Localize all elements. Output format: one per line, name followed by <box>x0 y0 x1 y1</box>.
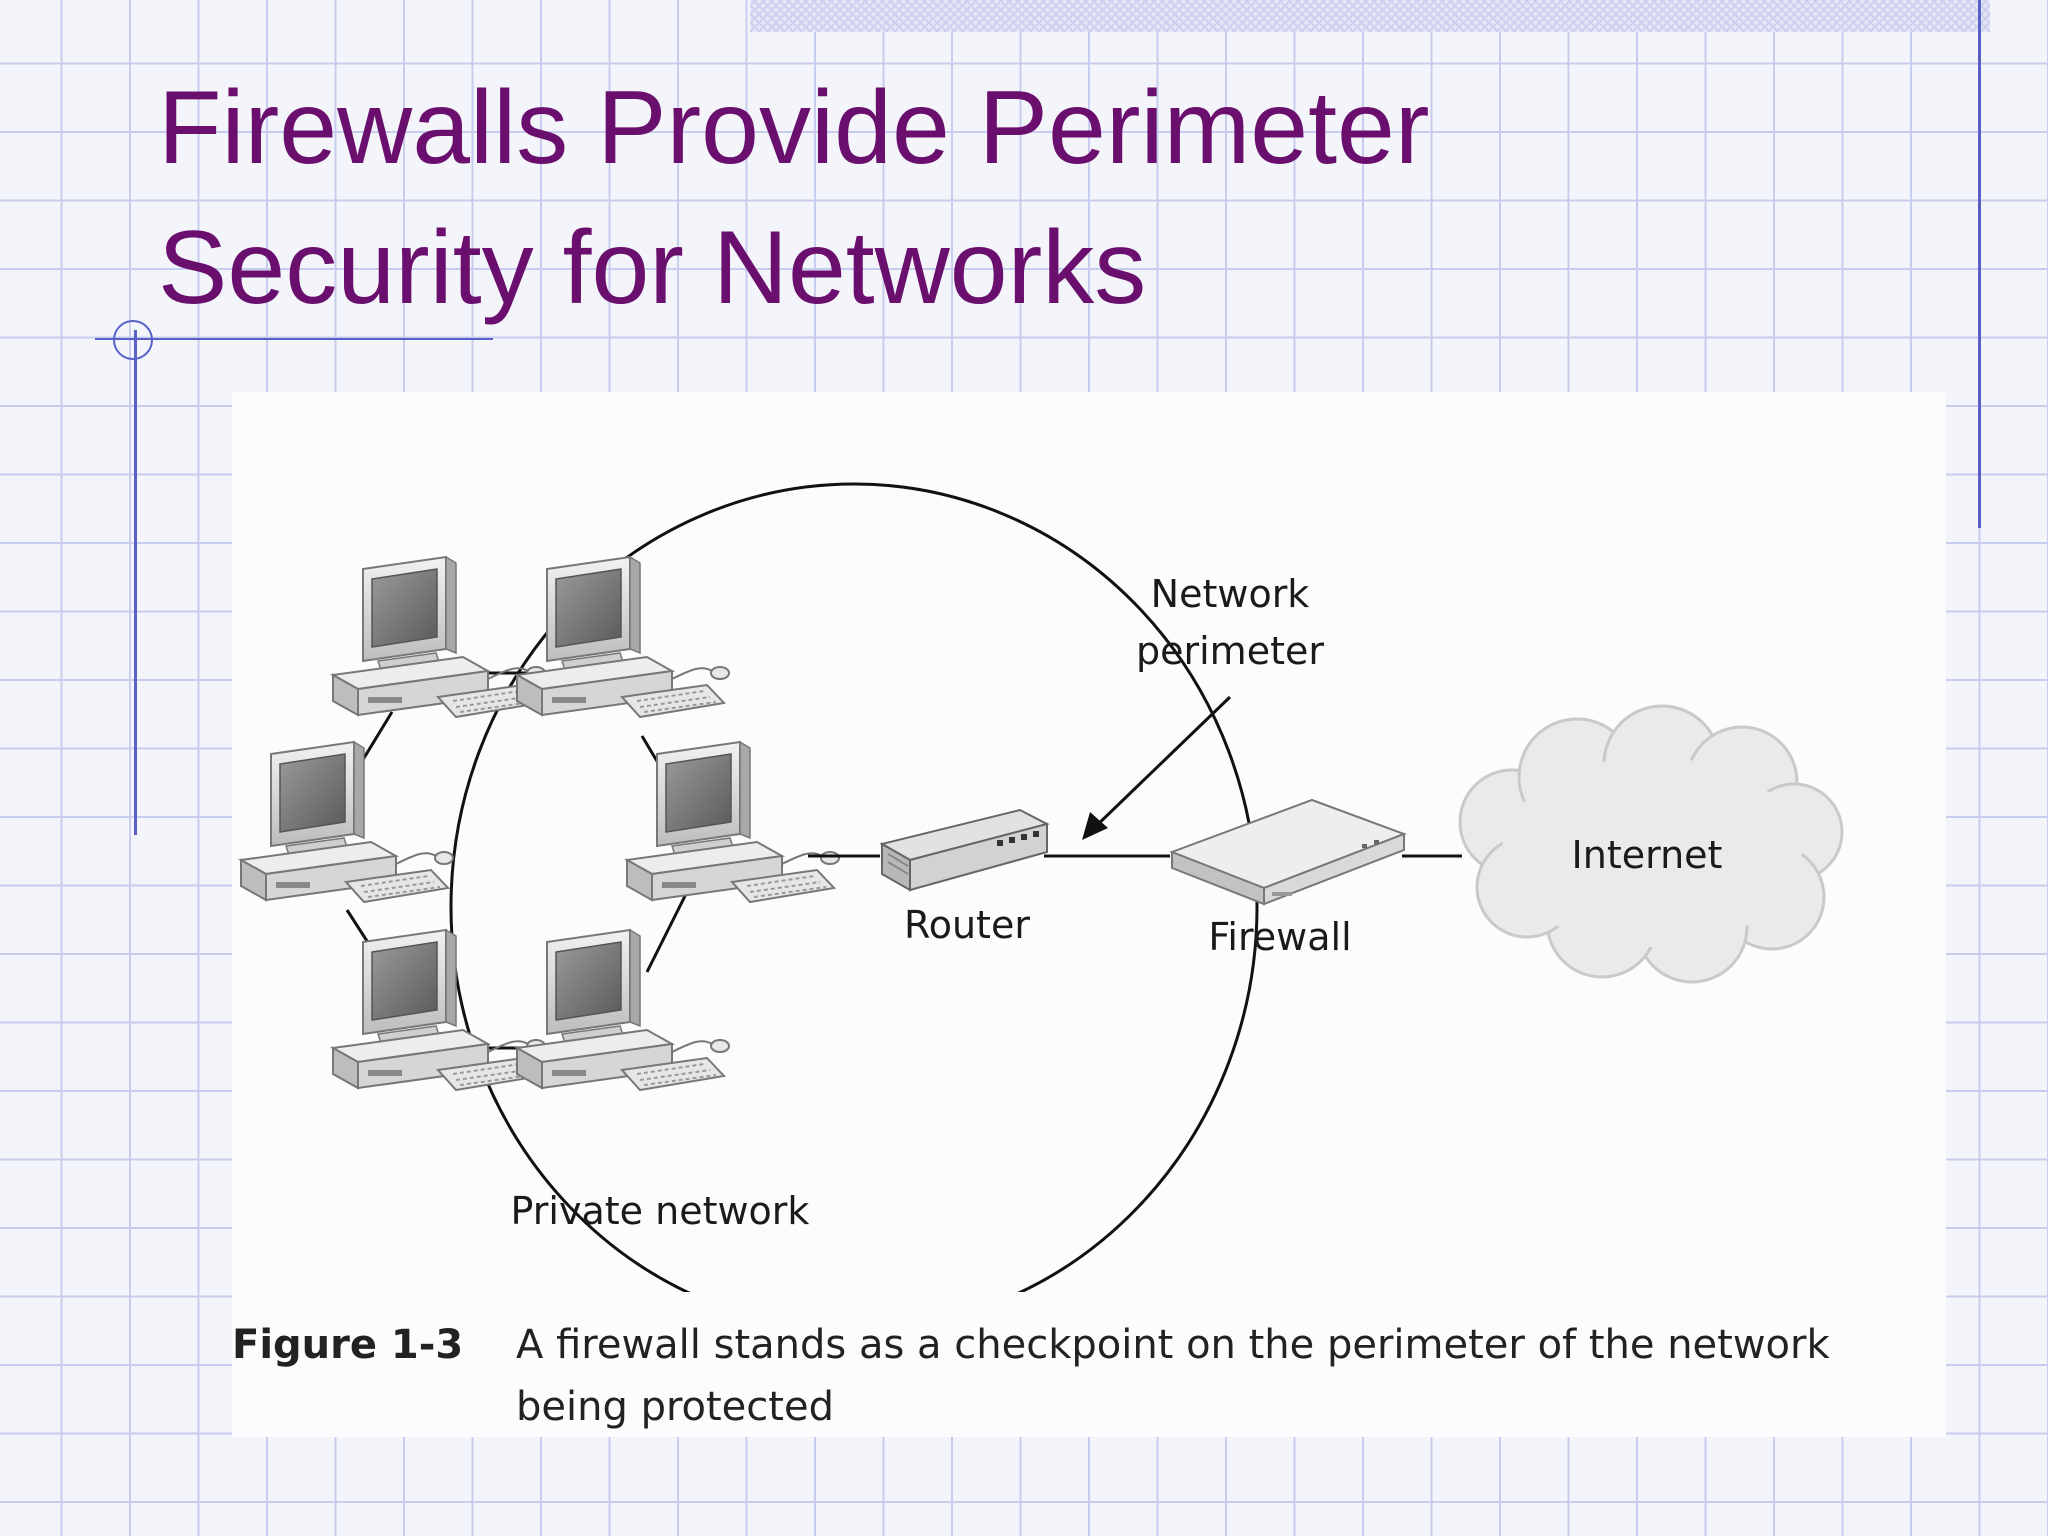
computer-icon <box>626 741 840 903</box>
computer-icon <box>332 556 546 718</box>
firewall-icon <box>1169 798 1407 906</box>
router-icon <box>879 808 1050 892</box>
slide-title-line-2: Security for Networks <box>158 210 1147 326</box>
network-perimeter-label-line-2: perimeter <box>1136 629 1324 673</box>
router-label: Router <box>904 903 1030 947</box>
right-accent-rule <box>1978 0 1981 528</box>
computer-icon <box>332 929 546 1091</box>
left-accent-rule <box>134 330 137 835</box>
figure-number: Figure 1-3 <box>232 1322 464 1368</box>
figure-caption-text: A firewall stands as a checkpoint on the… <box>516 1322 1830 1430</box>
title-underline-rule <box>95 338 493 340</box>
internet-cloud-icon <box>1458 704 1844 984</box>
network-perimeter-label-line-1: Network <box>1151 572 1310 616</box>
computer-icon <box>240 741 454 903</box>
firewall-label: Firewall <box>1208 915 1351 959</box>
network-perimeter-figure: Network perimeter Router Firewall Intern… <box>232 392 1946 1437</box>
perimeter-arrow <box>1082 695 1232 840</box>
figure-caption: Figure 1-3 A firewall stands as a checkp… <box>232 1314 1946 1434</box>
private-network-label: Private network <box>511 1189 810 1233</box>
computer-icon <box>516 556 730 718</box>
internet-label: Internet <box>1572 833 1723 877</box>
top-pattern-band <box>750 0 1990 32</box>
slide-title-line-1: Firewalls Provide Perimeter <box>158 70 1430 186</box>
network-diagram: Network perimeter Router Firewall Intern… <box>240 482 1844 1292</box>
slide-title: Firewalls Provide Perimeter Security for… <box>158 58 1758 338</box>
crosshair-circle-icon <box>113 320 153 360</box>
computer-icon <box>516 929 730 1091</box>
perimeter-circle <box>449 482 1259 1292</box>
